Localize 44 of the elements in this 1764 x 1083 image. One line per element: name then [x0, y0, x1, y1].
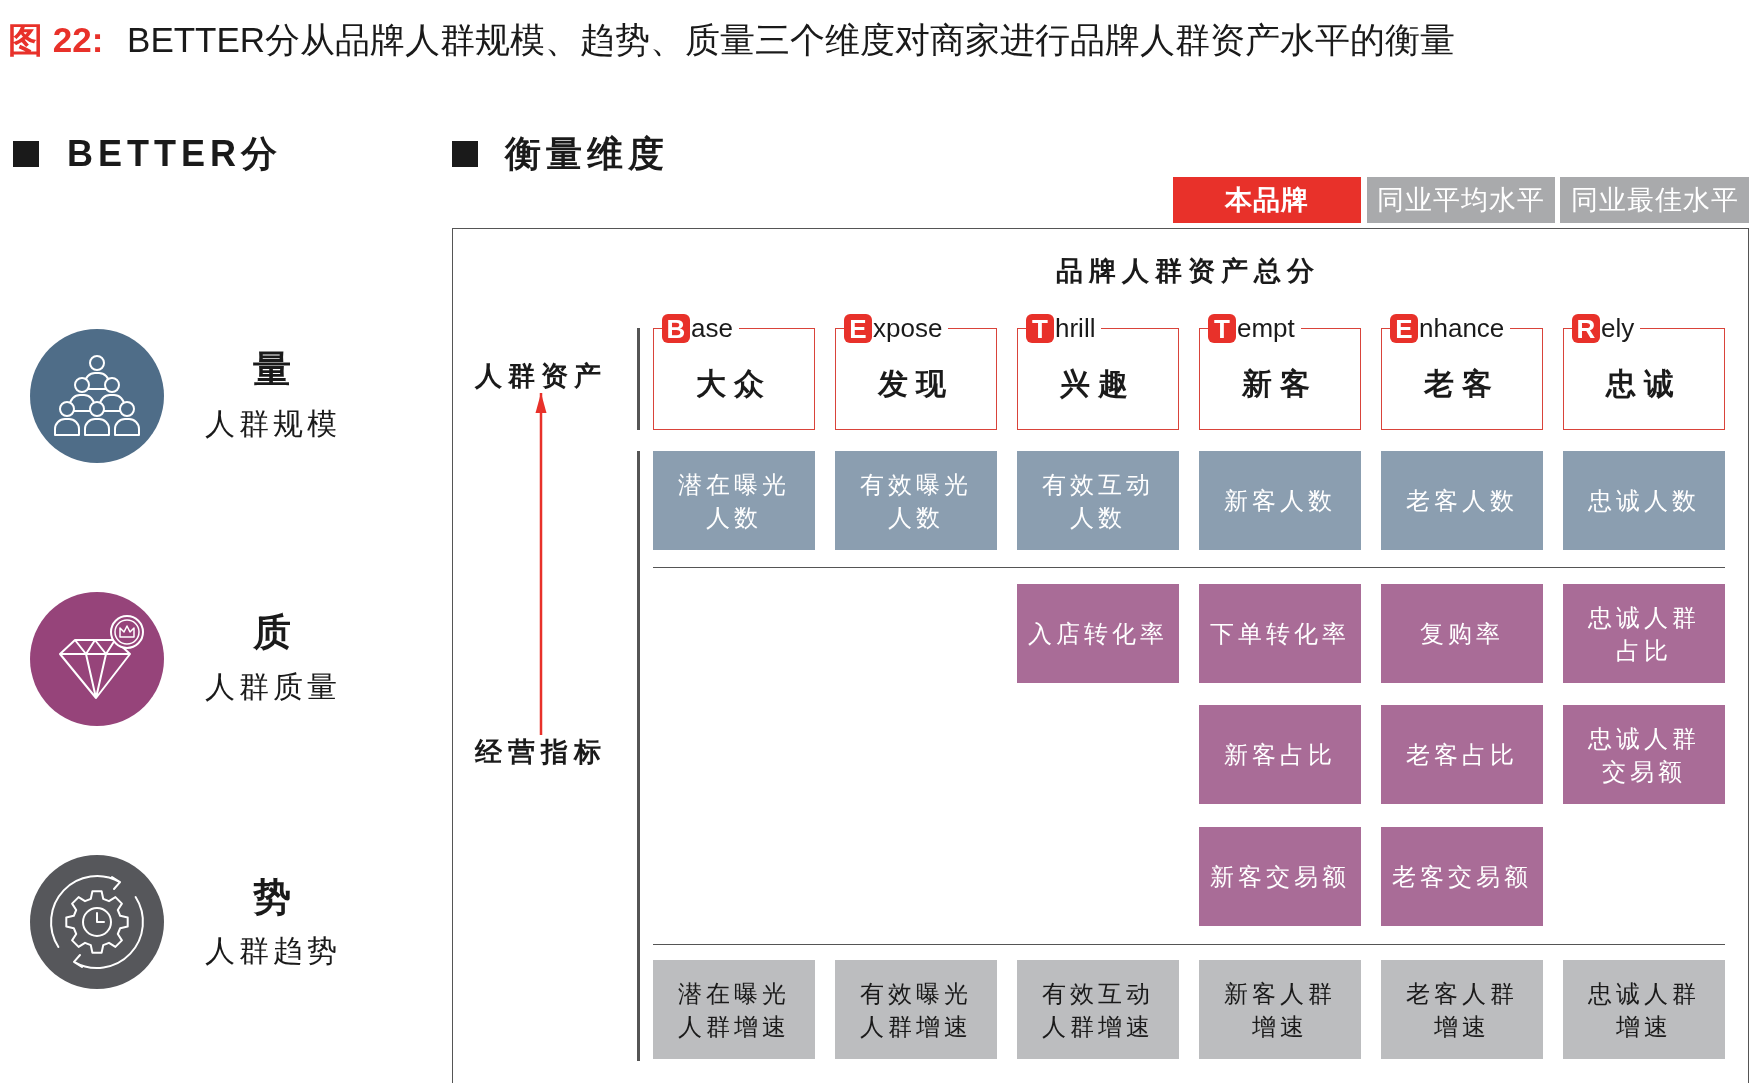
metric-tile: 有效曝光人群增速	[835, 960, 997, 1059]
stage-label: 大众	[696, 366, 772, 402]
metric-tile: 有效互动人群增速	[1017, 960, 1179, 1059]
metric-tile: 老客人群增速	[1381, 960, 1543, 1059]
section-heading: BETTER分	[67, 132, 282, 176]
legend-tab: 本品牌	[1173, 177, 1361, 223]
dimension-description: 人群质量	[205, 669, 341, 705]
metric-tile: 忠诚人群占比	[1563, 584, 1725, 683]
layer-label: 经营指标	[475, 735, 607, 769]
dimension-name: 质	[253, 610, 291, 654]
metric-tile: 新客占比	[1199, 705, 1361, 804]
metric-tile: 新客人群增速	[1199, 960, 1361, 1059]
section-heading: 衡量维度	[505, 132, 669, 176]
metric-tile: 老客交易额	[1381, 827, 1543, 926]
metric-tile: 潜在曝光人数	[653, 451, 815, 550]
metric-tile: 入店转化率	[1017, 584, 1179, 683]
metric-tile: 忠诚人群交易额	[1563, 705, 1725, 804]
arrow	[535, 393, 547, 735]
dimension-description: 人群趋势	[205, 933, 341, 969]
dimension-description: 人群规模	[205, 406, 341, 442]
legend-tab: 同业平均水平	[1367, 177, 1555, 223]
stage-label: 发现	[878, 366, 954, 402]
dimension-name: 势	[253, 875, 291, 919]
stage-label: 兴趣	[1060, 366, 1136, 402]
figure-title: 图 22: BETTER分从品牌人群规模、趋势、质量三个维度对商家进行品牌人群资产水平的衡量	[8, 19, 1456, 61]
metric-tile: 忠诚人群增速	[1563, 960, 1725, 1059]
metric-tile: 老客人数	[1381, 451, 1543, 550]
metric-tile: 有效曝光人数	[835, 451, 997, 550]
dimension-name: 量	[253, 347, 291, 391]
panel-title: 品牌人群资产总分	[1056, 255, 1320, 288]
metric-tile: 忠诚人数	[1563, 451, 1725, 550]
metric-tile: 复购率	[1381, 584, 1543, 683]
layer-label: 人群资产	[475, 359, 607, 393]
metric-tile: 有效互动人数	[1017, 451, 1179, 550]
stage-label: 老客	[1424, 366, 1500, 402]
metric-tile: 新客人数	[1199, 451, 1361, 550]
metric-tile: 潜在曝光人群增速	[653, 960, 815, 1059]
stage-label: 新客	[1242, 366, 1318, 402]
metric-tile: 新客交易额	[1199, 827, 1361, 926]
metric-tile: 老客占比	[1381, 705, 1543, 804]
metric-tile: 下单转化率	[1199, 584, 1361, 683]
legend-tab: 同业最佳水平	[1560, 177, 1749, 223]
panel	[452, 228, 1749, 1083]
stage-label: 忠诚	[1606, 366, 1682, 402]
